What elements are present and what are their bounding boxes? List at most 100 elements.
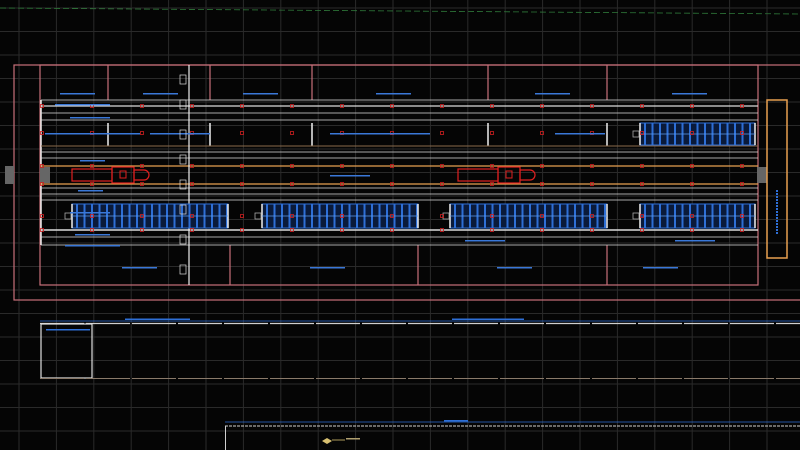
- column-marker-icon: [90, 228, 94, 232]
- axis-label: [179, 179, 187, 190]
- annotation-text: [330, 175, 370, 177]
- axis-label: [179, 129, 187, 140]
- column-marker-icon: [390, 228, 394, 232]
- column-marker-icon: [490, 131, 494, 135]
- annotation-text: [70, 212, 110, 214]
- axis-label: [179, 154, 187, 165]
- column-marker-icon: [590, 214, 594, 218]
- column-marker-icon: [540, 131, 544, 135]
- dimension-text: [452, 318, 524, 320]
- annotation-text: [310, 267, 345, 269]
- column-marker-icon: [690, 164, 694, 168]
- section-view-1[interactable]: [40, 318, 800, 379]
- column-markers: [40, 104, 744, 232]
- column-marker-icon: [390, 104, 394, 108]
- column-marker-icon: [640, 131, 644, 135]
- column-marker-icon: [240, 104, 244, 108]
- column-marker-icon: [340, 164, 344, 168]
- column-marker-icon: [690, 104, 694, 108]
- annotation-text: [497, 267, 532, 269]
- axis-label: [179, 264, 187, 275]
- column-marker-icon: [190, 164, 194, 168]
- annotation-text: [80, 160, 105, 162]
- column-marker-icon: [390, 214, 394, 218]
- annotation-text: [75, 234, 110, 236]
- column-marker-icon: [690, 214, 694, 218]
- column-marker-icon: [340, 182, 344, 186]
- column-marker-icon: [340, 214, 344, 218]
- column-marker-icon: [540, 104, 544, 108]
- column-marker-icon: [540, 182, 544, 186]
- column-marker-icon: [440, 131, 444, 135]
- annotation-text: [70, 117, 110, 119]
- annotation-text: [65, 245, 120, 247]
- vehicle-group[interactable]: [71, 166, 536, 184]
- end-block-inner: [40, 167, 50, 183]
- annotation-text: [643, 267, 678, 269]
- column-marker-icon: [440, 228, 444, 232]
- column-marker-icon: [190, 182, 194, 186]
- column-marker-icon: [290, 164, 294, 168]
- annotation-text: [376, 93, 411, 95]
- rack-stop: [632, 212, 640, 220]
- column-marker-icon: [490, 104, 494, 108]
- dimension-text: [46, 329, 90, 331]
- vehicle-icon[interactable]: [71, 166, 150, 184]
- column-marker-icon: [590, 228, 594, 232]
- column-marker-icon: [740, 104, 744, 108]
- rack-stop: [442, 212, 450, 220]
- column-marker-icon: [190, 214, 194, 218]
- column-marker-icon: [190, 104, 194, 108]
- annotation-text: [675, 240, 715, 242]
- column-marker-icon: [690, 182, 694, 186]
- column-marker-icon: [40, 228, 44, 232]
- column-marker-icon: [740, 214, 744, 218]
- axis-label: [179, 204, 187, 215]
- column-marker-icon: [540, 214, 544, 218]
- column-marker-icon: [40, 164, 44, 168]
- annotation-text: [45, 133, 140, 135]
- column-marker-icon: [640, 214, 644, 218]
- column-marker-icon: [740, 228, 744, 232]
- column-marker-icon: [440, 104, 444, 108]
- column-marker-icon: [40, 104, 44, 108]
- insertion-point-icon[interactable]: [322, 438, 360, 444]
- column-marker-icon: [740, 164, 744, 168]
- column-marker-icon: [190, 228, 194, 232]
- column-marker-icon: [40, 131, 44, 135]
- axis-label: [179, 234, 187, 245]
- annotation-text: [55, 104, 110, 106]
- column-marker-icon: [240, 164, 244, 168]
- column-marker-icon: [290, 214, 294, 218]
- column-marker-icon: [40, 214, 44, 218]
- annotation-text: [243, 93, 278, 95]
- axis-label: [179, 99, 187, 110]
- section-view-2[interactable]: [225, 420, 800, 450]
- column-marker-icon: [240, 182, 244, 186]
- dimension-text: [444, 420, 468, 422]
- rack-stop: [254, 212, 262, 220]
- column-marker-icon: [490, 182, 494, 186]
- section-box: [40, 323, 93, 379]
- column-marker-icon: [390, 182, 394, 186]
- conveyor-end: [766, 99, 788, 259]
- column-marker-icon: [740, 182, 744, 186]
- column-marker-icon: [90, 182, 94, 186]
- column-marker-icon: [440, 214, 444, 218]
- dimension-text: [125, 318, 190, 320]
- column-marker-icon: [690, 228, 694, 232]
- column-marker-icon: [240, 131, 244, 135]
- floor-plan[interactable]: [5, 64, 800, 301]
- vehicle-icon[interactable]: [457, 166, 536, 184]
- column-marker-icon: [140, 182, 144, 186]
- column-marker-icon: [140, 164, 144, 168]
- column-marker-icon: [90, 164, 94, 168]
- inner-wall: [39, 64, 759, 286]
- column-marker-icon: [590, 164, 594, 168]
- annotation-text: [78, 190, 103, 192]
- column-marker-icon: [140, 131, 144, 135]
- annotation-text: [143, 93, 178, 95]
- column-marker-icon: [490, 228, 494, 232]
- column-marker-icon: [240, 228, 244, 232]
